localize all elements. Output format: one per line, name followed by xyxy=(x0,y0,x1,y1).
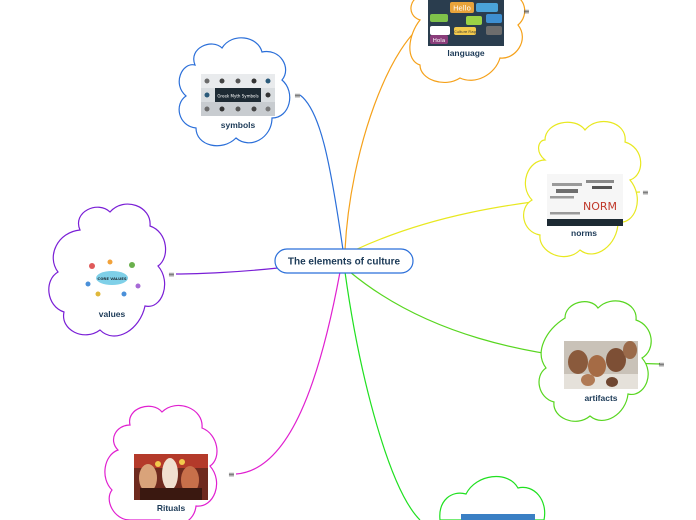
language-word-culture-flag: Culture Flag xyxy=(454,30,476,34)
menu-icon-norms[interactable]: ≡ xyxy=(642,188,649,197)
topic-symbols[interactable]: Greek Myth Symbols symbols xyxy=(178,37,291,147)
rituals-image xyxy=(134,454,208,500)
norms-image-caption: NORM xyxy=(583,200,617,213)
menu-icon-symbols[interactable]: ≡ xyxy=(294,91,301,100)
menu-icon-language[interactable]: ≡ xyxy=(523,7,530,16)
connectors xyxy=(175,19,661,520)
topic-rituals[interactable]: Rituals xyxy=(104,404,218,520)
language-image: Hello Culture Flag Hola xyxy=(428,0,504,46)
language-word-hola: Hola xyxy=(433,38,445,44)
topic-artifacts[interactable]: artifacts xyxy=(538,300,652,422)
topic-label-symbols: symbols xyxy=(221,120,256,130)
connector-values xyxy=(175,267,279,275)
symbols-image: Greek Myth Symbols xyxy=(201,74,275,116)
norms-image: NORM xyxy=(547,174,623,226)
menu-icon-values[interactable]: ≡ xyxy=(168,270,175,279)
artifacts-image xyxy=(564,341,638,389)
topic-label-norms: norms xyxy=(571,228,597,238)
symbols-image-caption: Greek Myth Symbols xyxy=(217,94,258,99)
topic-bottom-partial[interactable] xyxy=(439,475,546,520)
connector-rituals xyxy=(235,271,341,475)
topic-language[interactable]: Hello Culture Flag Hola language xyxy=(409,0,526,83)
values-image: CORE VALUES xyxy=(80,256,146,300)
topic-norms[interactable]: NORM norms xyxy=(523,120,642,258)
topic-values[interactable]: CORE VALUES values xyxy=(48,203,167,337)
topic-label-artifacts: artifacts xyxy=(584,393,617,403)
central-topic[interactable]: The elements of culture xyxy=(274,248,414,274)
topic-label-language: language xyxy=(447,48,485,58)
central-topic-label: The elements of culture xyxy=(288,257,401,268)
bottom-topic-image xyxy=(461,514,535,520)
values-image-caption: CORE VALUES xyxy=(97,276,126,281)
menu-icon-rituals[interactable]: ≡ xyxy=(228,470,235,479)
connector-bottom xyxy=(344,271,421,520)
topic-label-rituals: Rituals xyxy=(157,503,186,513)
connector-symbols xyxy=(299,94,344,251)
menu-icon-artifacts[interactable]: ≡ xyxy=(658,360,665,369)
topic-label-values: values xyxy=(99,309,126,319)
language-word-hello: Hello xyxy=(453,5,471,13)
